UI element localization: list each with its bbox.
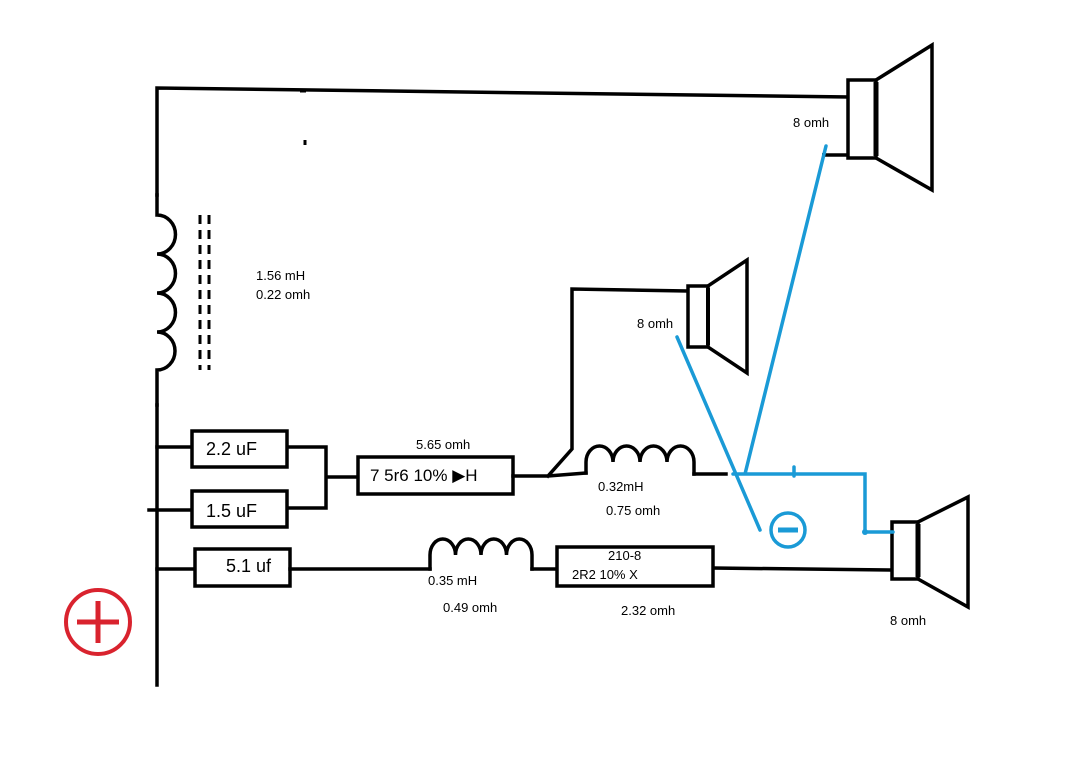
capacitor-1-5uf <box>190 489 289 529</box>
mid-inductor-inductance: 0.32mH <box>598 479 644 494</box>
capacitor-2-2uf <box>190 429 289 469</box>
woofer-inductor-resistance: 0.22 omh <box>256 287 310 302</box>
resistor-low-value: 2.32 omh <box>621 603 675 618</box>
resistor-low-code: 210-8 <box>608 548 641 563</box>
top-wire <box>155 86 850 197</box>
cap-branch-wires <box>147 445 360 571</box>
speaker-mid-impedance: 8 omh <box>637 316 673 331</box>
speaker-low-impedance: 8 omh <box>890 613 926 628</box>
resistor-mid-label: 7 5r6 10% ▶H <box>370 466 478 485</box>
resistor-low <box>555 545 715 588</box>
capacitor-5-1uf-label: 5.1 uf <box>226 556 272 576</box>
speaker-low <box>890 494 970 610</box>
speaker-top-impedance: 8 omh <box>793 115 829 130</box>
low-inductor-inductance: 0.35 mH <box>428 573 477 588</box>
positive-terminal <box>64 588 132 656</box>
mid-inductor <box>584 444 696 476</box>
speaker-top <box>822 41 934 194</box>
capacitor-2-2uf-label: 2.2 uF <box>206 439 257 459</box>
speaker-mid <box>686 256 749 377</box>
negative-wires <box>675 144 895 534</box>
capacitor-1-5uf-label: 1.5 uF <box>206 501 257 521</box>
mid-inductor-resistance: 0.75 omh <box>606 503 660 518</box>
woofer-inductor <box>155 193 211 407</box>
low-inductor-resistance: 0.49 omh <box>443 600 497 615</box>
woofer-inductor-inductance: 1.56 mH <box>256 268 305 283</box>
low-inductor <box>428 537 534 571</box>
negative-terminal <box>769 511 807 549</box>
mid-wires <box>511 287 728 479</box>
resistor-low-label: 2R2 10% X <box>572 567 638 582</box>
low-wires <box>288 566 892 572</box>
resistor-mid-value: 5.65 omh <box>416 437 470 452</box>
